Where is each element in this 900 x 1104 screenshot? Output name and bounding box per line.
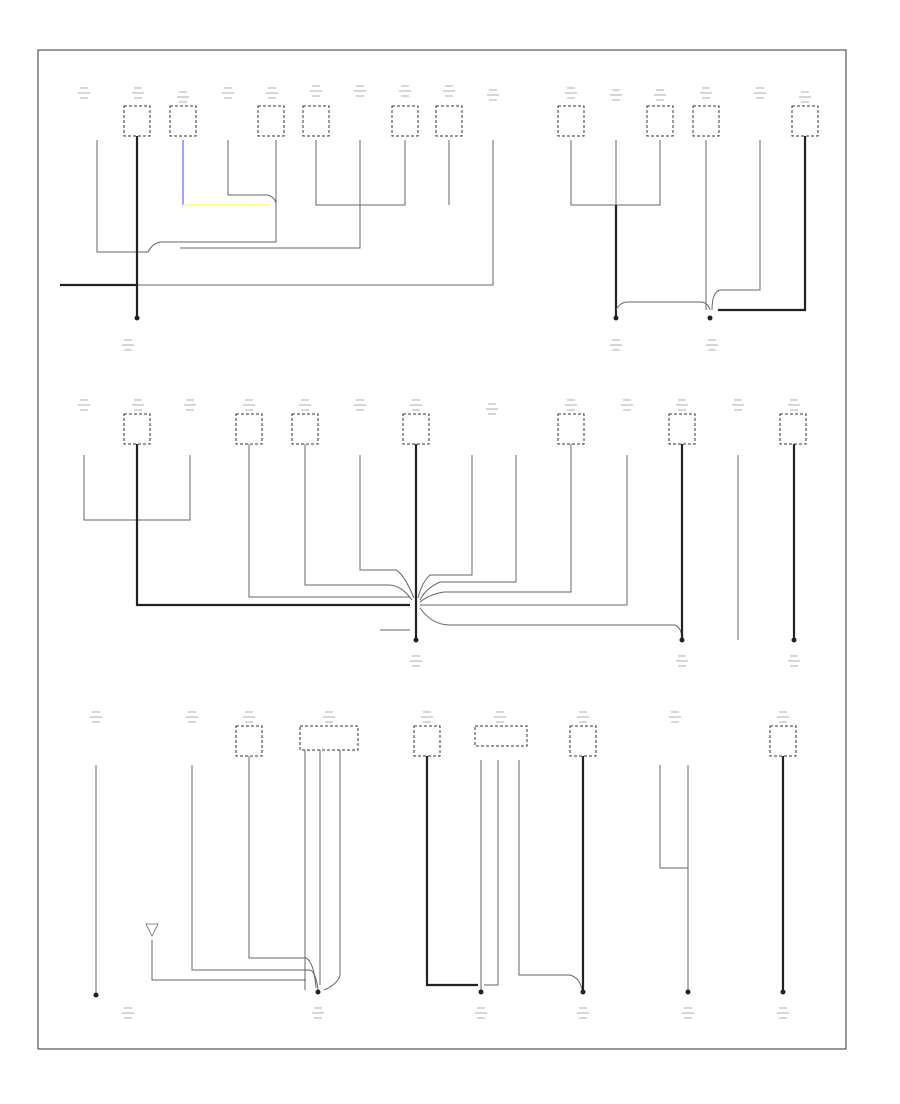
- ground-point: [613, 315, 619, 321]
- component-box: [291, 413, 319, 445]
- ground-point: [134, 315, 140, 321]
- component-box: [791, 105, 819, 137]
- section-top: [60, 105, 819, 321]
- wire: [419, 607, 683, 641]
- ground-point: [780, 989, 786, 995]
- ground-point: [413, 637, 419, 643]
- wire: [419, 455, 517, 601]
- component-box: [235, 725, 263, 757]
- component-box: [769, 725, 797, 757]
- splice-marker: [145, 923, 159, 937]
- wire: [180, 205, 361, 249]
- component-box: [123, 105, 151, 137]
- section-bottom: [93, 725, 797, 998]
- component-box: [391, 105, 419, 137]
- wire: [151, 940, 306, 981]
- wire: [248, 444, 410, 598]
- wire: [518, 760, 583, 991]
- component-box: [235, 413, 263, 445]
- wire: [96, 140, 277, 253]
- component-box: [692, 105, 720, 137]
- component-box: [646, 105, 674, 137]
- component-box: [302, 105, 330, 137]
- ground-point: [580, 989, 586, 995]
- wire: [191, 765, 319, 991]
- wire: [419, 444, 572, 603]
- wire: [484, 760, 499, 986]
- component-box: [569, 725, 597, 757]
- component-box: [474, 725, 528, 747]
- component-box: [413, 725, 441, 757]
- wire: [138, 140, 494, 286]
- section-middle: [83, 413, 807, 643]
- ground-trunk: [425, 756, 478, 987]
- ground-trunk: [135, 444, 410, 607]
- ground-point: [679, 637, 685, 643]
- ground-point: [478, 989, 484, 995]
- wire: [659, 765, 688, 869]
- component-box: [299, 725, 359, 751]
- wire: [615, 301, 711, 311]
- component-box: [779, 413, 807, 445]
- component-box: [435, 105, 463, 137]
- wire: [227, 140, 277, 206]
- wire: [323, 750, 341, 991]
- ground-trunk: [718, 136, 807, 312]
- ground-point: [707, 315, 713, 321]
- wire: [711, 140, 761, 311]
- ground-point: [685, 989, 691, 995]
- component-box: [402, 413, 430, 445]
- ground-point: [93, 992, 99, 998]
- component-box: [557, 413, 585, 445]
- wire: [359, 455, 415, 599]
- ground-point: [315, 989, 321, 995]
- wire: [420, 455, 628, 606]
- wire-label-marks: [78, 85, 811, 1019]
- wire: [304, 444, 413, 601]
- component-box: [123, 413, 151, 445]
- component-box: [668, 413, 696, 445]
- diagram-frame: [37, 49, 847, 1050]
- component-box: [557, 105, 585, 137]
- component-box: [257, 105, 285, 137]
- ground-point: [791, 637, 797, 643]
- wire: [417, 455, 473, 599]
- component-box: [169, 105, 197, 137]
- wire: [248, 756, 317, 989]
